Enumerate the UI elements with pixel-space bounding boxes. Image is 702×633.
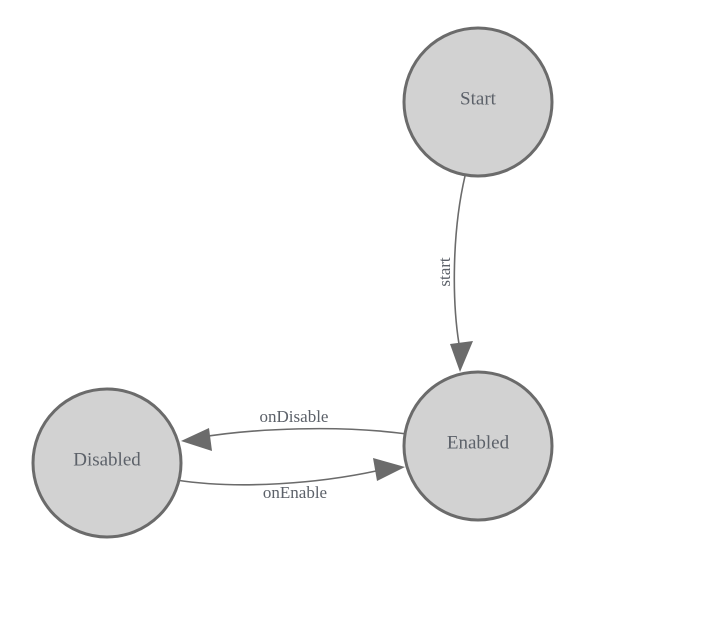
edge-path-disabled-to-enabled bbox=[175, 470, 377, 486]
node-label-disabled: Disabled bbox=[73, 449, 141, 470]
node-circle-start bbox=[402, 26, 554, 178]
arrowhead-start-to-enabled bbox=[450, 341, 473, 372]
edge-path-start-to-enabled bbox=[453, 175, 466, 345]
node-label-start: Start bbox=[460, 88, 497, 109]
arrowhead-disabled-to-enabled bbox=[373, 458, 405, 481]
edge-enabled-to-disabled[interactable]: onDisable bbox=[181, 407, 408, 451]
edge-path-enabled-to-disabled bbox=[195, 427, 408, 439]
edge-label-start: start bbox=[435, 257, 454, 287]
edge-disabled-to-enabled[interactable]: onEnable bbox=[175, 458, 405, 502]
edge-start-to-enabled[interactable]: start bbox=[435, 175, 473, 372]
node-start[interactable]: Start bbox=[402, 26, 554, 178]
node-label-enabled: Enabled bbox=[447, 432, 510, 453]
edge-label-onenable: onEnable bbox=[263, 483, 327, 502]
arrowhead-enabled-to-disabled bbox=[181, 428, 212, 451]
edge-label-ondisable: onDisable bbox=[260, 407, 329, 426]
node-circle-enabled bbox=[402, 370, 554, 522]
node-disabled[interactable]: Disabled bbox=[31, 387, 183, 539]
node-enabled[interactable]: Enabled bbox=[402, 370, 554, 522]
node-circle-disabled bbox=[31, 387, 183, 539]
